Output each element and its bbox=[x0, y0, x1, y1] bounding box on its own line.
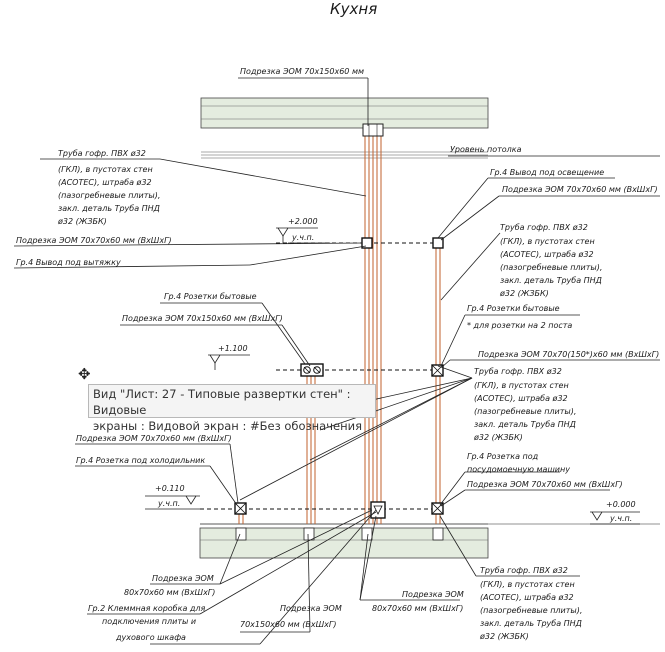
drawing-label-text: (пазогребневые плиты), bbox=[474, 407, 576, 416]
socket-double-box bbox=[300, 363, 324, 377]
elev-2000-text: +2.000 bbox=[288, 217, 318, 226]
label-mid-pipe: Труба гофр. ПВХ ø32 (ГКЛ), в пустотах ст… bbox=[473, 367, 576, 442]
move-cursor-icon: ✥ bbox=[78, 365, 91, 383]
drawing-label-text: Труба гофр. ПВХ ø32 bbox=[500, 223, 588, 232]
elevation-1100: +1.100 bbox=[208, 344, 250, 370]
drawing-label-text: (ГКЛ), в пустотах стен bbox=[480, 580, 575, 589]
drawing-label-text: (пазогребневые плиты), bbox=[480, 606, 582, 615]
drawing-label-text: Подрезка ЭОМ bbox=[402, 590, 464, 599]
drawing-label-text: Труба гофр. ПВХ ø32 bbox=[480, 566, 568, 575]
drawing-label-text: Труба гофр. ПВХ ø32 bbox=[474, 367, 562, 376]
label-box-dish: Подрезка ЭОМ 70х70х60 мм (ВхШхГ) bbox=[467, 480, 623, 489]
drawing-label-text: +0.000 bbox=[606, 500, 636, 509]
label-box-70-right: Подрезка ЭОМ 70х70х60 мм (ВхШхГ) bbox=[502, 185, 658, 194]
drawing-label-text: ø32 (ЖЗБК) bbox=[57, 217, 107, 226]
drawing-label-text: Гр.4 Розетка под bbox=[467, 452, 539, 461]
label-right-pipe: Труба гофр. ПВХ ø32 (ГКЛ), в пустотах ст… bbox=[499, 223, 602, 298]
drawing-label-text: ø32 (ЖЗБК) bbox=[479, 632, 529, 641]
drawing-label-text: закл. деталь Труба ПНД bbox=[58, 204, 160, 213]
label-junction: Гр.2 Клеммная коробка для подключения пл… bbox=[88, 604, 206, 642]
label-left-pipe: Труба гофр. ПВХ ø32 (ГКЛ), в пустотах ст… bbox=[57, 149, 160, 226]
viewport-tooltip: Вид "Лист: 27 - Типовые развертки стен" … bbox=[88, 384, 376, 433]
drawing-label-text: ø32 (ЖЗБК) bbox=[499, 289, 549, 298]
leader-lines bbox=[13, 77, 660, 645]
dishwasher-socket-box bbox=[431, 502, 444, 515]
drawing-label-text: +1.100 bbox=[218, 344, 248, 353]
drawing-title: Кухня bbox=[330, 0, 377, 18]
drawing-label-text: ø32 (ЖЗБК) bbox=[473, 433, 523, 442]
drawing-label-text: 70х150х60 мм (ВхШхГ) bbox=[240, 620, 336, 629]
elevation-0000: +0.000 у.ч.п. bbox=[590, 500, 640, 525]
drawing-label-text: 80х70х60 мм (ВхШхГ) bbox=[124, 588, 215, 597]
drawing-label-text: Подрезка ЭОМ bbox=[280, 604, 342, 613]
drawing-label-text: духового шкафа bbox=[115, 633, 186, 642]
label-bottom-pipe: Труба гофр. ПВХ ø32 (ГКЛ), в пустотах ст… bbox=[479, 566, 582, 641]
central-pipes bbox=[364, 133, 382, 524]
elevation-2000: +2.000 у.ч.п. bbox=[276, 217, 330, 244]
label-box-150-right: Подрезка ЭОМ 70х70(150*)х60 мм (ВхШхГ) bbox=[478, 350, 659, 359]
label-light-out: Гр.4 Вывод под освещение bbox=[490, 168, 604, 177]
drawing-label-text: 80х70х60 мм (ВхШхГ) bbox=[372, 604, 463, 613]
label-bottom-box-left: Подрезка ЭОМ 80х70х60 мм (ВхШхГ) bbox=[124, 574, 215, 597]
label-vent-out: Гр.4 Вывод под вытяжку bbox=[16, 258, 121, 267]
drawing-label-text: (АСОТЕС), штраба ø32 bbox=[474, 394, 568, 403]
drawing-label-text: у.ч.п. bbox=[291, 233, 314, 242]
drawing-label-text: закл. деталь Труба ПНД bbox=[500, 276, 602, 285]
drawing-label-text: Гр.2 Клеммная коробка для bbox=[88, 604, 206, 613]
label-bottom-box-150: Подрезка ЭОМ 70х150х60 мм (ВхШхГ) bbox=[240, 604, 342, 629]
drawing-label-text: (ГКЛ), в пустотах стен bbox=[500, 237, 595, 246]
socket-right-box bbox=[431, 364, 444, 377]
stove-junction-box bbox=[370, 501, 386, 519]
label-top-box: Подрезка ЭОМ 70х150х60 мм bbox=[240, 67, 364, 76]
drawing-label-text: посудомоечную машину bbox=[467, 465, 570, 474]
drawing-label-text: подключения плиты и bbox=[102, 617, 196, 626]
drawing-label-text: у.ч.п. bbox=[609, 514, 632, 523]
label-fridge: Гр.4 Розетка под холодильник bbox=[76, 456, 205, 465]
drawing-label-text: закл. деталь Труба ПНД bbox=[480, 619, 582, 628]
drawing-label-text: (АСОТЕС), штраба ø32 bbox=[58, 178, 152, 187]
label-dishwasher: Гр.4 Розетка под посудомоечную машину bbox=[467, 452, 570, 474]
label-box-70-left: Подрезка ЭОМ 70х70х60 мм (ВхШхГ) bbox=[16, 236, 172, 245]
drawing-label-text: (ГКЛ), в пустотах стен bbox=[474, 381, 569, 390]
drawing-label-text: Подрезка ЭОМ bbox=[152, 574, 214, 583]
drawing-label-text: (пазогребневые плиты), bbox=[500, 263, 602, 272]
label-box-150: Подрезка ЭОМ 70х150х60 мм (ВхШхГ) bbox=[122, 314, 283, 323]
label-bottom-box-mid: Подрезка ЭОМ 80х70х60 мм (ВхШхГ) bbox=[372, 590, 464, 613]
label-sockets-right: Гр.4 Розетки бытовые bbox=[467, 304, 560, 313]
drawing-label-text: закл. деталь Труба ПНД bbox=[474, 420, 576, 429]
elevation-0110: +0.110 у.ч.п. bbox=[145, 484, 200, 510]
label-box-fridge: Подрезка ЭОМ 70х70х60 мм (ВхШхГ) bbox=[76, 434, 232, 443]
drawing-label-text: (ГКЛ), в пустотах стен bbox=[58, 165, 153, 174]
tooltip-line-1: Вид "Лист: 27 - Типовые развертки стен" … bbox=[93, 387, 351, 417]
label-sockets-title: Гр.4 Розетки бытовые bbox=[164, 292, 257, 301]
drawing-label-text: +0.110 bbox=[155, 484, 185, 493]
label-ceiling-level: Уровень потолка bbox=[450, 145, 522, 154]
drawing-label-text: Труба гофр. ПВХ ø32 bbox=[58, 149, 146, 158]
drawing-label-text: (пазогребневые плиты), bbox=[58, 191, 160, 200]
tooltip-line-2: экраны : Видовой экран : #Без обозначени… bbox=[93, 419, 362, 433]
drawing-label-text: (АСОТЕС), штраба ø32 bbox=[500, 250, 594, 259]
ceiling-slab bbox=[200, 97, 489, 129]
label-sockets-note: * для розетки на 2 поста bbox=[467, 321, 572, 330]
drawing-label-text: (АСОТЕС), штраба ø32 bbox=[480, 593, 574, 602]
drawing-label-text: у.ч.п. bbox=[157, 499, 180, 508]
